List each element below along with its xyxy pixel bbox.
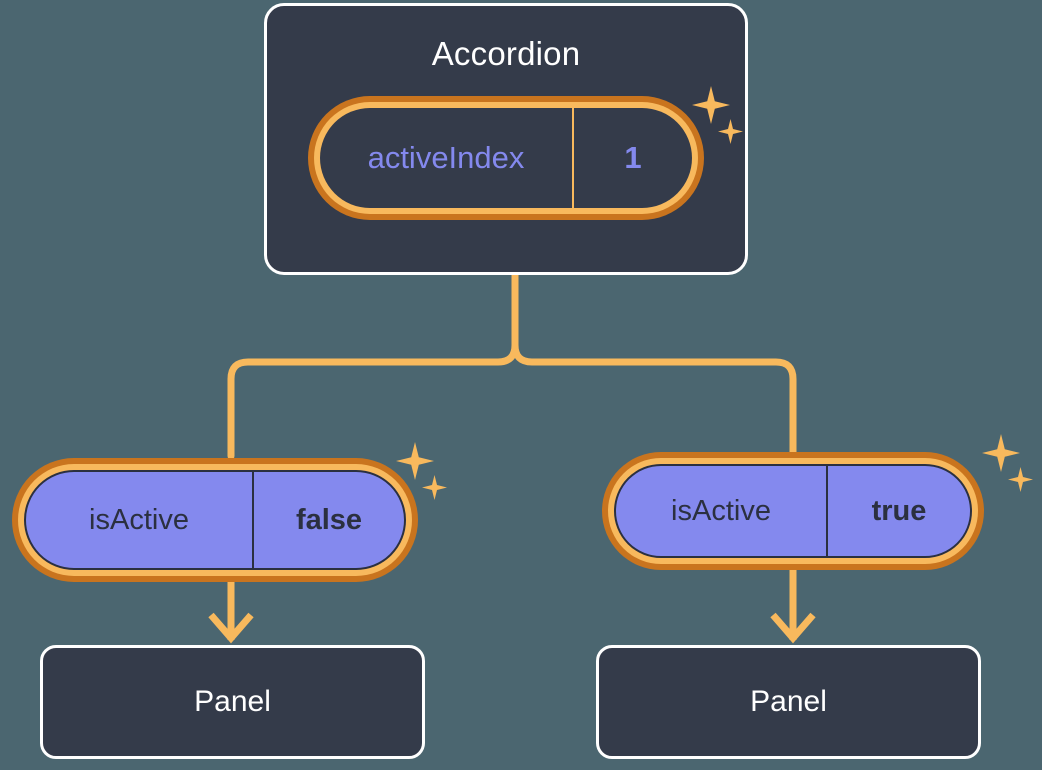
arrow-down-icon-left [208, 582, 254, 644]
arrow-down-icon-right [770, 570, 816, 644]
pill-body: isActive false [24, 470, 406, 570]
sparkle-large-icon [396, 442, 434, 480]
panel-title-right: Panel [750, 685, 827, 718]
pill-inner-ring: isActive true [608, 458, 978, 564]
pill-body: isActive true [614, 464, 972, 558]
pill-body: activeIndex 1 [320, 108, 692, 208]
connector-split-right [511, 341, 797, 456]
sparkle-small-icon [422, 475, 447, 500]
state-key-label: isActive [26, 472, 254, 568]
state-key-label: activeIndex [320, 108, 574, 208]
panel-card-right[interactable]: Panel [596, 645, 981, 759]
state-value-label: false [295, 503, 363, 536]
state-value-label: 1 [624, 140, 642, 175]
sparkle-small-icon [1008, 467, 1033, 492]
panel-title-left: Panel [194, 685, 271, 718]
panel-card-left[interactable]: Panel [40, 645, 425, 759]
state-value-label: true [871, 494, 927, 527]
active-index-state-pill[interactable]: activeIndex 1 [308, 96, 704, 220]
pill-inner-ring: isActive false [18, 464, 412, 576]
connector-trunk-and-split [227, 271, 519, 460]
pill-inner-ring: activeIndex 1 [314, 102, 698, 214]
sparkle-large-icon [982, 434, 1020, 472]
is-active-false-pill[interactable]: isActive false [12, 458, 418, 582]
state-key-label: isActive [616, 466, 828, 556]
page-title: Accordion [431, 35, 581, 72]
is-active-true-pill[interactable]: isActive true [602, 452, 984, 570]
